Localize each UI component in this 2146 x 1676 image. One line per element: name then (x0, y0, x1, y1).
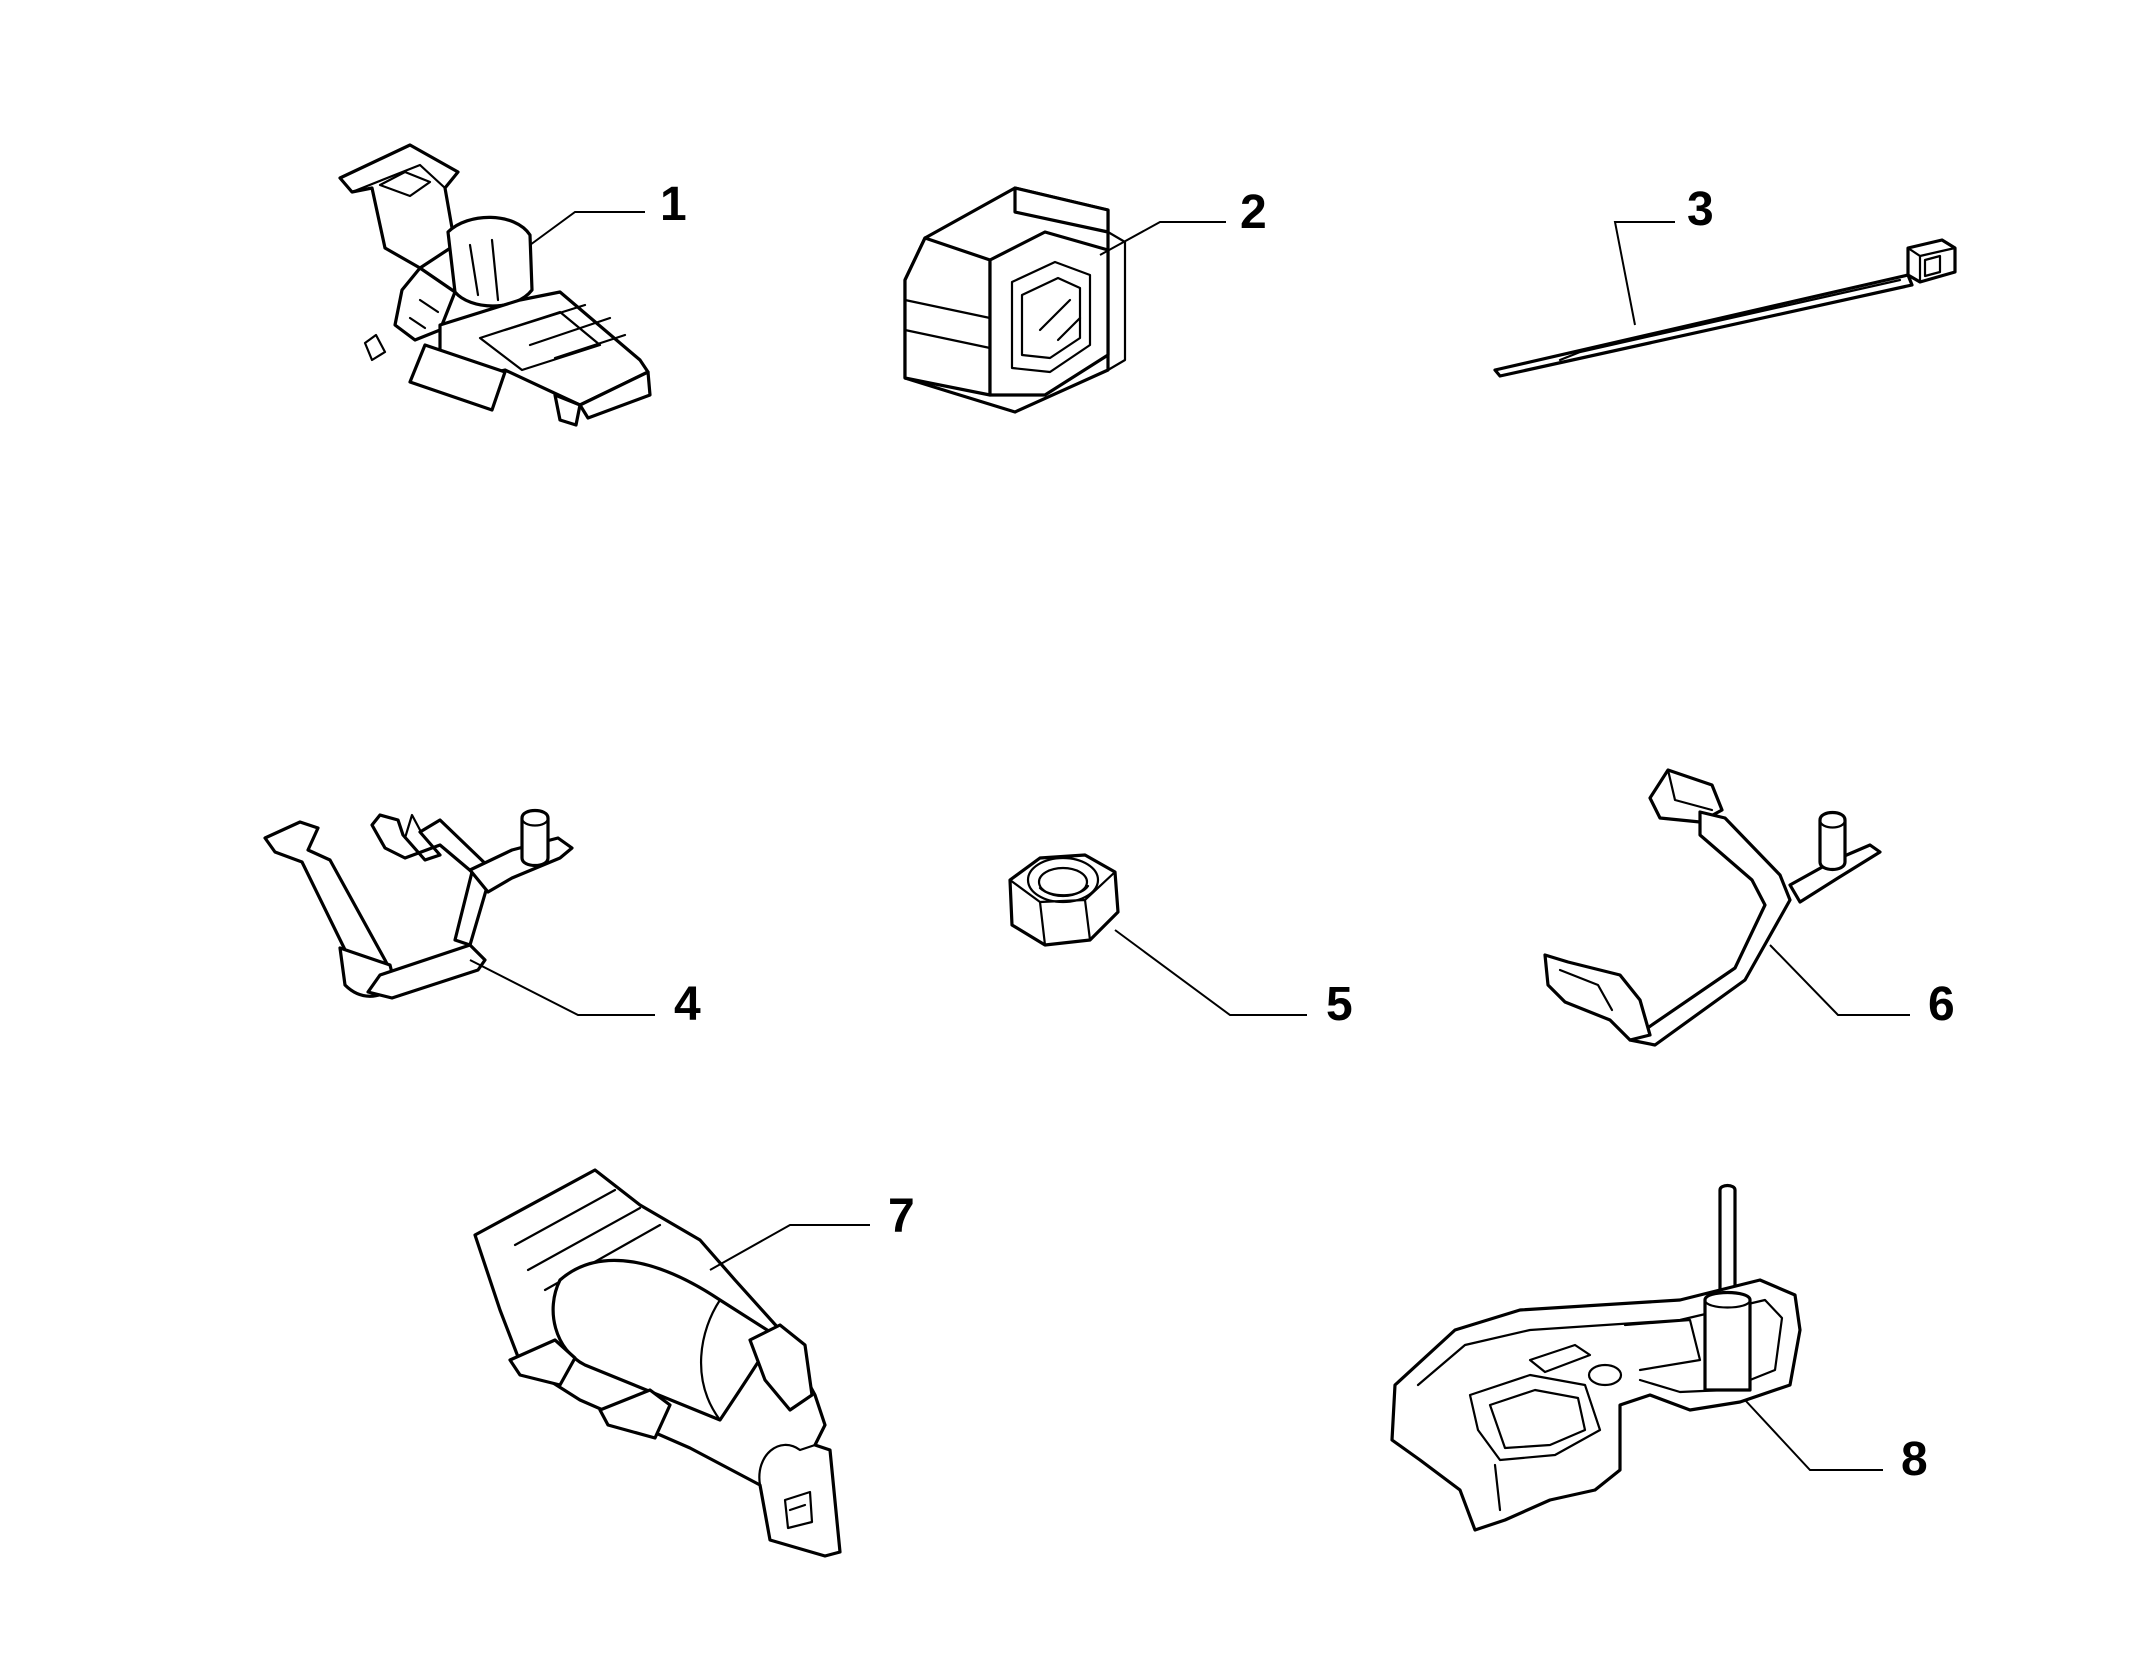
part-4-wire-bracket-icon (263, 808, 574, 1000)
callout-number-1: 1 (660, 178, 687, 231)
callout-number-7: 7 (888, 1190, 915, 1243)
leader-line-8 (1744, 1399, 1883, 1471)
callout-number-6: 6 (1928, 978, 1955, 1031)
callout-number-3: 3 (1687, 183, 1714, 236)
part-5-hex-nut-icon (1008, 853, 1120, 947)
callout-number-8: 8 (1901, 1433, 1928, 1486)
leader-line-6 (1769, 944, 1910, 1016)
leader-line-4 (469, 959, 655, 1016)
leader-line-7 (709, 1224, 870, 1271)
callout-number-5: 5 (1326, 978, 1353, 1031)
part-1-harness-clip-icon (338, 143, 652, 427)
leader-line-5 (1114, 929, 1307, 1016)
leader-line-3 (1613, 221, 1675, 326)
leader-line-1 (529, 211, 645, 246)
leader-line-2 (1099, 221, 1226, 256)
part-8-mounting-support-icon (1390, 1183, 1802, 1532)
part-2-grommet-frame-icon (903, 186, 1127, 414)
callout-number-2: 2 (1240, 186, 1267, 239)
part-3-cable-tie-icon (1493, 238, 1957, 378)
callout-number-4: 4 (674, 978, 701, 1031)
leader-lines (469, 211, 1910, 1471)
part-6-wire-bracket-icon (1543, 768, 1882, 1047)
part-7-harness-channel-icon (473, 1168, 842, 1558)
callout-numbers: 1 2 3 4 5 6 7 8 (660, 178, 1955, 1486)
